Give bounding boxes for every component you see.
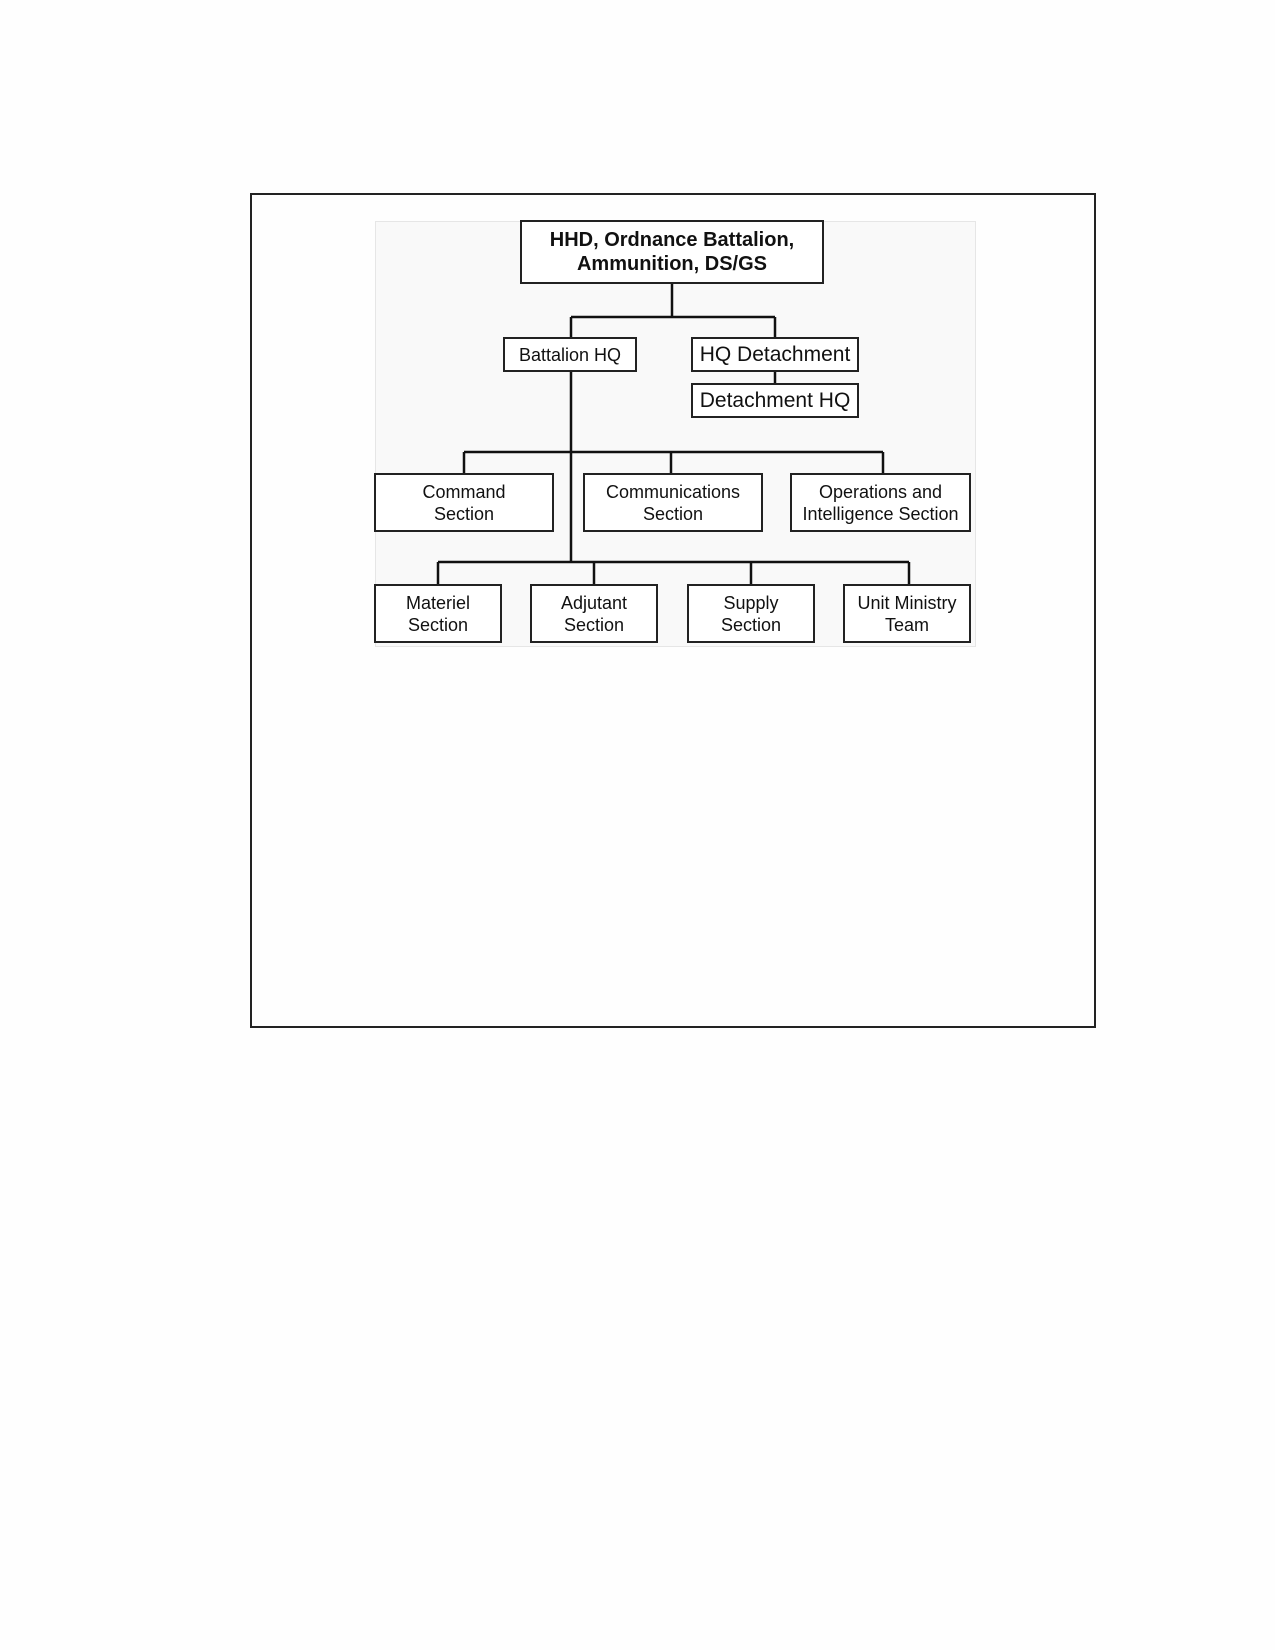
materiel-section-box: Materiel Section (374, 584, 502, 643)
detachment-hq-label: Detachment HQ (699, 388, 851, 412)
unit-ministry-team-label: Unit Ministry Team (857, 592, 957, 635)
command-section-label: Command Section (422, 481, 506, 524)
command-section-box: Command Section (374, 473, 554, 532)
org-chart-background (375, 221, 976, 647)
detachment-hq-box: Detachment HQ (691, 383, 859, 418)
hq-detachment-label: HQ Detachment (699, 342, 851, 366)
supply-section-label: Supply Section (720, 592, 782, 635)
communications-section-box: Communications Section (583, 473, 763, 532)
org-root-label: HHD, Ordnance Battalion, Ammunition, DS/… (549, 229, 795, 275)
communications-section-label: Communications Section (605, 481, 741, 524)
battalion-hq-label: Battalion HQ (518, 344, 622, 365)
supply-section-box: Supply Section (687, 584, 815, 643)
figure-frame (250, 193, 1096, 1028)
hq-detachment-box: HQ Detachment (691, 337, 859, 372)
battalion-hq-box: Battalion HQ (503, 337, 637, 372)
operations-intelligence-section-label: Operations and Intelligence Section (802, 481, 959, 524)
unit-ministry-team-box: Unit Ministry Team (843, 584, 971, 643)
operations-intelligence-section-box: Operations and Intelligence Section (790, 473, 971, 532)
org-root-box: HHD, Ordnance Battalion, Ammunition, DS/… (520, 220, 824, 284)
adjutant-section-label: Adjutant Section (560, 592, 628, 635)
adjutant-section-box: Adjutant Section (530, 584, 658, 643)
materiel-section-label: Materiel Section (405, 592, 471, 635)
